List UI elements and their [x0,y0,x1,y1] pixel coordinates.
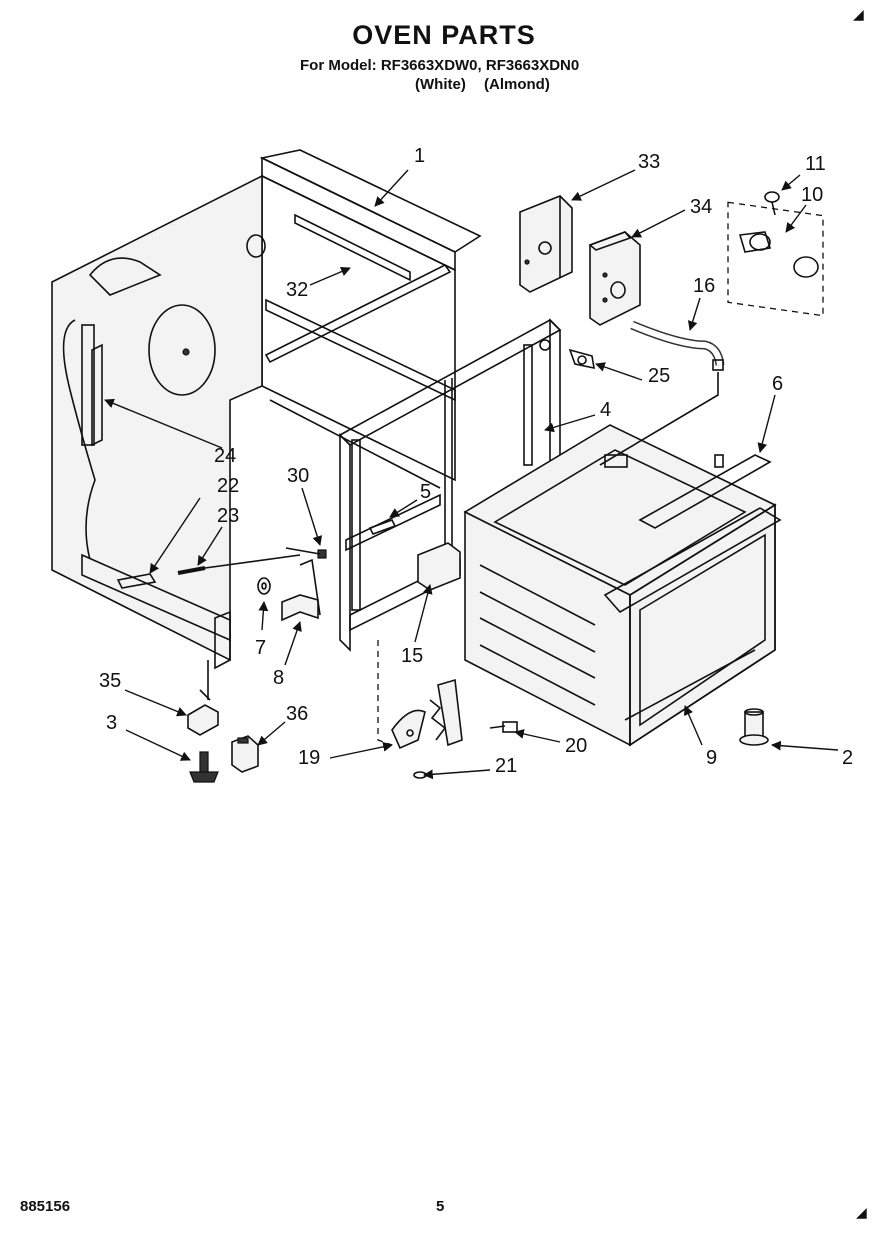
callout-34: 34 [690,196,712,218]
page-title: OVEN PARTS [352,20,536,50]
callout-32: 32 [286,279,308,301]
callout-3: 3 [106,712,117,734]
callout-leaders [104,169,839,780]
part-35-bracket [187,660,219,736]
callout-36: 36 [286,703,308,725]
part-7-washer [257,577,271,595]
part-10-oven-light [727,201,824,317]
callout-25: 25 [648,365,670,387]
part-23-spring [177,554,301,575]
part-34-bracket [588,231,641,326]
part-3-leveling-leg [189,751,219,783]
callout-30: 30 [287,465,309,487]
callout-9: 9 [706,747,717,769]
page-number: 5 [436,1198,445,1215]
callout-6: 6 [772,373,783,395]
part-16-tube [599,320,725,466]
color-white: (White) [415,76,466,93]
model-colors: (White) (Almond) [415,76,564,93]
part-2-foot [739,708,769,746]
color-almond: (Almond) [484,76,550,93]
callout-labels: 1 2 3 4 5 6 7 8 9 10 11 15 16 19 20 21 2… [99,145,853,777]
callout-22: 22 [217,475,239,497]
callout-23: 23 [217,505,239,527]
part-8-bracket [281,558,321,622]
part-33-bracket [519,195,573,293]
callout-21: 21 [495,755,517,777]
part-22-clip [116,573,157,589]
front-frame [338,318,562,652]
callout-35: 35 [99,670,121,692]
callout-24: 24 [214,445,236,467]
part-30-sensor [285,547,327,559]
callout-7: 7 [255,637,266,659]
callout-15: 15 [401,645,423,667]
part-36-switch [231,735,259,773]
corner-mark-bottom-right: ◢ [856,1204,867,1220]
callout-4: 4 [600,399,611,421]
part-11-bulb [764,191,780,216]
callout-33: 33 [638,151,660,173]
callout-20: 20 [565,735,587,757]
callout-19: 19 [298,747,320,769]
oven-chassis [51,149,482,670]
callout-11: 11 [805,153,826,175]
document-number: 885156 [20,1198,71,1215]
callout-8: 8 [273,667,284,689]
part-15-bracket [417,542,461,591]
part-25-connector [568,348,595,370]
corner-mark-top-right: ◢ [853,6,864,22]
model-line: For Model: RF3663XDW0, RF3663XDN0 [300,57,580,74]
callout-5: 5 [420,481,431,503]
callout-10: 10 [801,184,823,206]
oven-cavity [463,424,782,747]
part-5-pin [368,519,397,535]
callout-16: 16 [693,275,715,297]
callout-1: 1 [414,145,425,167]
part-20-21-latch-assembly [413,678,518,779]
callout-2: 2 [842,747,853,769]
part-19-latch [391,709,426,750]
